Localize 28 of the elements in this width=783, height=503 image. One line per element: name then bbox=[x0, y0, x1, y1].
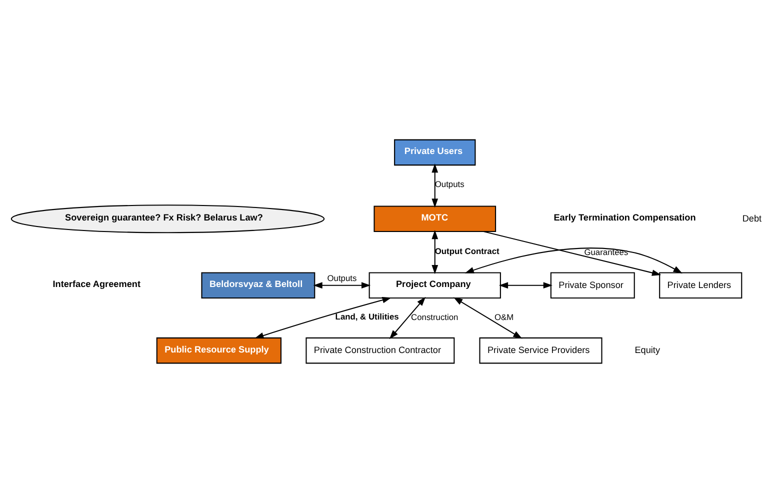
edge-label: O&M bbox=[494, 312, 514, 322]
label: Equity bbox=[634, 344, 660, 355]
arrow bbox=[464, 248, 682, 274]
node-box: Public Resource Supply bbox=[156, 337, 282, 364]
edge-label: Guarantees bbox=[584, 246, 628, 257]
arrow bbox=[432, 230, 438, 274]
node-box: Private Users bbox=[394, 139, 476, 166]
node-box: MOTC bbox=[374, 206, 496, 232]
edge-label: Construction bbox=[411, 312, 458, 322]
node-box: Beldorsvyaz & Beltoll bbox=[201, 272, 316, 298]
node-box: Private Lenders bbox=[659, 272, 742, 298]
node-box: Project Company bbox=[368, 272, 501, 298]
arrow bbox=[254, 296, 392, 339]
arrow bbox=[432, 163, 438, 208]
edge-label: Land, & Utilities bbox=[335, 311, 399, 322]
arrow bbox=[453, 297, 522, 339]
arrow bbox=[313, 282, 371, 289]
arrow bbox=[389, 296, 426, 340]
node-box: Private Service Providers bbox=[479, 337, 602, 364]
edge-label: Outputs bbox=[327, 272, 357, 283]
node-box: Private Sponsor bbox=[550, 272, 635, 298]
label: Interface Agreement bbox=[52, 279, 140, 290]
arrow bbox=[484, 231, 662, 276]
label: Debt bbox=[742, 213, 762, 224]
label: Early Termination Compensation bbox=[554, 212, 696, 223]
node-ellipse: Sovereign guarantee? Fx Risk? Belarus Law? bbox=[10, 204, 325, 234]
node-box: Private Construction Contractor bbox=[306, 337, 455, 364]
arrow bbox=[498, 282, 552, 289]
